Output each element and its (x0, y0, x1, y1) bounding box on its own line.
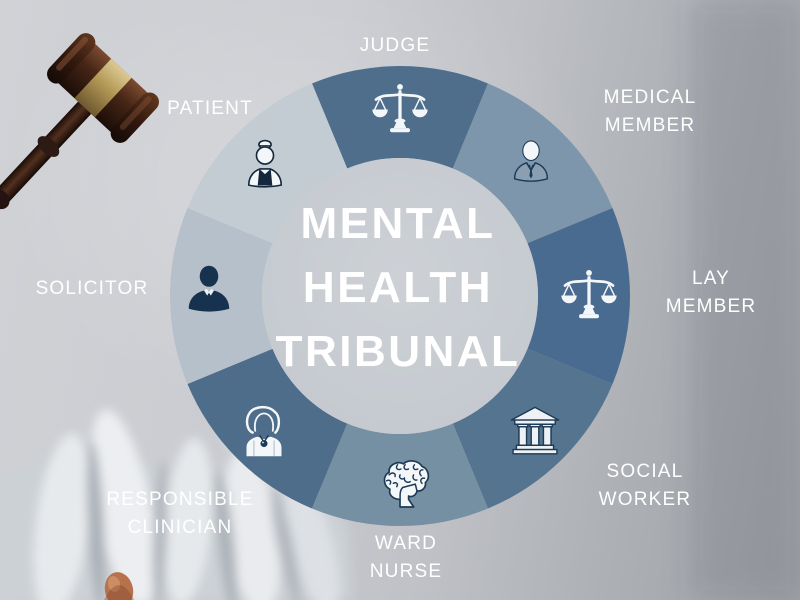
gavel-image (0, 33, 159, 210)
label-responsible-clinician: RESPONSIBLE CLINICIAN (106, 489, 254, 538)
center-title-line: HEALTH (302, 263, 494, 312)
label-patient: PATIENT (167, 98, 253, 119)
fingertip-image (104, 572, 134, 600)
segment-medical-member (452, 83, 613, 244)
center-title: MENTAL HEALTH TRIBUNAL (276, 192, 521, 384)
label-solicitor: SOLICITOR (35, 278, 149, 299)
right-shade (690, 0, 800, 600)
label-medical-member: MEDICAL MEMBER (603, 87, 697, 136)
center-circle (262, 158, 538, 434)
label-social-worker: SOCIAL WORKER (598, 461, 692, 510)
label-judge: JUDGE (359, 35, 431, 56)
segment-lay-member (527, 208, 631, 384)
segment-responsible-clinician (187, 348, 348, 509)
center-title-line: MENTAL (300, 199, 496, 248)
label-ward-nurse: WARD NURSE (369, 533, 443, 582)
center-title-line: TRIBUNAL (275, 327, 521, 376)
label-lay-member: LAY MEMBER (665, 268, 757, 317)
